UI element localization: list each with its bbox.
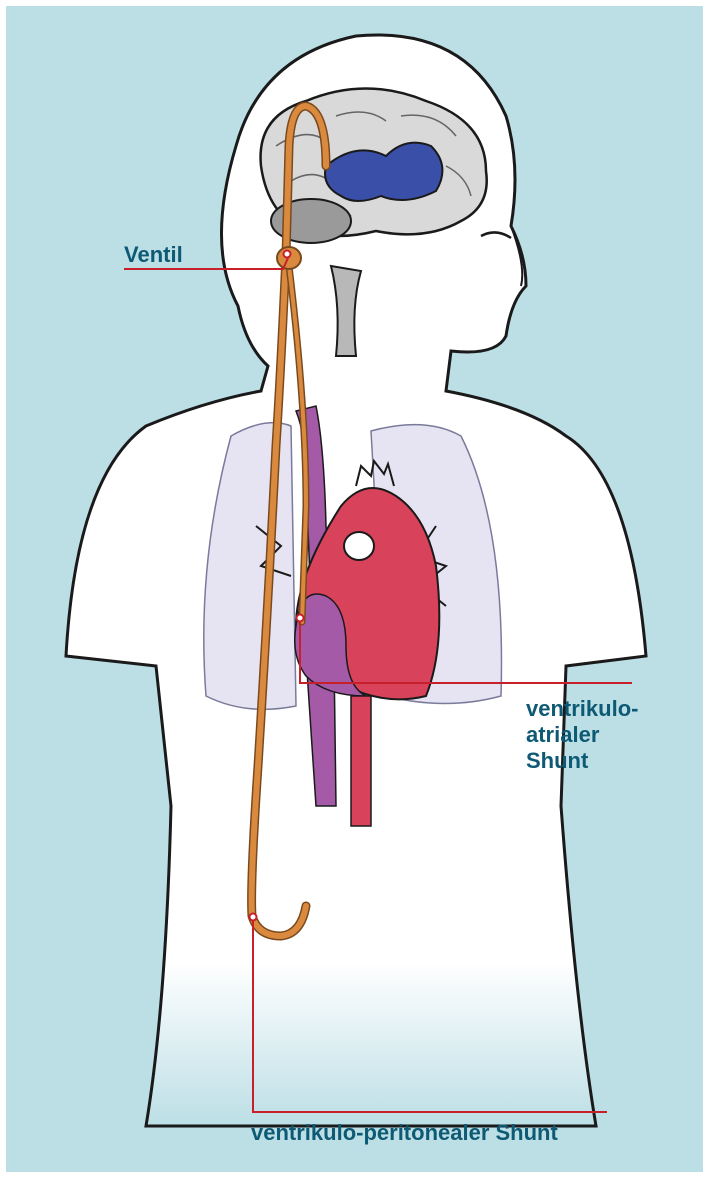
shunt-illustration — [6, 6, 703, 1172]
valve-label: Ventil — [124, 242, 183, 268]
diagram-panel: Ventil ventrikulo- atrialer Shunt ventri… — [6, 6, 703, 1172]
descending-aorta — [351, 696, 371, 826]
va-shunt-label: ventrikulo- atrialer Shunt — [526, 696, 666, 774]
vp-shunt-label: ventrikulo-peritonealer Shunt — [251, 1120, 558, 1146]
